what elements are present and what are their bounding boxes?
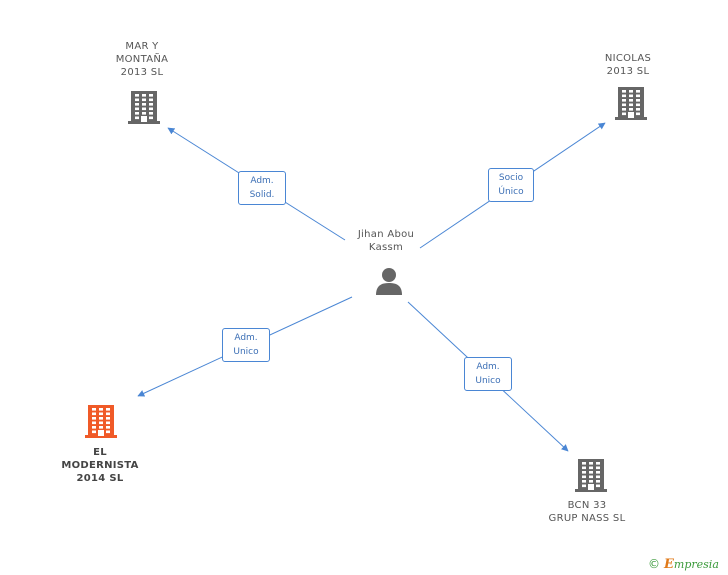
person-icon[interactable] — [374, 266, 404, 300]
building-icon[interactable] — [615, 86, 647, 124]
company-name-line: 2013 SL — [120, 67, 164, 78]
company-name-line: MONTAÑA — [115, 54, 169, 65]
center-person-name[interactable]: Jihan Abou Kassm — [338, 228, 434, 254]
company-name-nicolas[interactable]: NICOLAS 2013 SL — [580, 52, 676, 78]
center-name-line-1: Jihan Abou — [357, 229, 415, 240]
company-name-line: BCN 33 — [567, 500, 607, 511]
company-name-line: EL — [93, 447, 107, 458]
relation-label-adm-unico-right[interactable]: Adm. Unico — [464, 357, 512, 391]
building-icon[interactable] — [575, 458, 607, 496]
brand-logo: Empresia — [664, 557, 719, 572]
company-name-line: 2014 SL — [76, 473, 124, 484]
company-name-line: MAR Y — [125, 41, 159, 52]
company-name-el-modernista[interactable]: EL MODERNISTA 2014 SL — [50, 446, 150, 485]
company-name-line: NICOLAS — [604, 53, 652, 64]
center-name-line-2: Kassm — [368, 242, 404, 253]
brand-initial: E — [664, 556, 674, 572]
company-name-line: GRUP NASS SL — [548, 513, 626, 524]
building-icon-highlighted[interactable] — [85, 404, 117, 442]
building-icon[interactable] — [128, 90, 160, 128]
company-name-line: 2013 SL — [606, 66, 650, 77]
brand-name: mpresia — [673, 557, 719, 571]
relation-label-adm-unico-left[interactable]: Adm. Unico — [222, 328, 270, 362]
company-name-bcn-33[interactable]: BCN 33 GRUP NASS SL — [532, 499, 642, 525]
company-name-line: MODERNISTA — [61, 460, 139, 471]
footer-brand[interactable]: © Empresia — [648, 555, 719, 573]
company-name-mar-y-montana[interactable]: MAR Y MONTAÑA 2013 SL — [90, 40, 194, 79]
relation-label-socio-unico[interactable]: Socio Único — [488, 168, 534, 202]
copyright-icon: © — [648, 557, 660, 571]
relation-label-adm-solid[interactable]: Adm. Solid. — [238, 171, 286, 205]
